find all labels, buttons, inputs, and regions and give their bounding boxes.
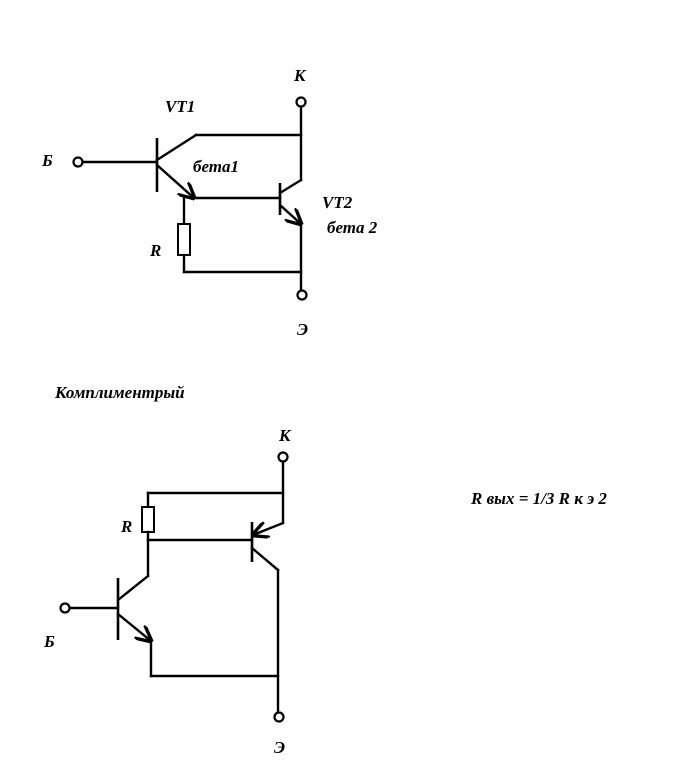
vt1-emitter-arrow — [155, 163, 194, 198]
bottom-collector-terminal — [277, 451, 289, 463]
bottom-resistor-r — [141, 506, 155, 533]
beta1-label: бета1 — [193, 157, 239, 176]
darlington-circuit: К VT1 Б бета1 VT2 бета 2 R Э — [41, 66, 378, 339]
collector-label: К — [293, 66, 307, 85]
output-resistance-formula: R вых = 1/3 R к э 2 — [470, 489, 607, 508]
bottom-base-terminal — [59, 602, 71, 614]
bottom-emitter-terminal — [273, 711, 285, 723]
transistor-vt2 — [278, 178, 303, 224]
complementary-circuit: К R Б Э R вых = 1/3 R к э 2 — [43, 426, 607, 757]
vt2-emitter-arrow — [278, 203, 301, 224]
emitter-terminal — [296, 289, 308, 301]
emitter-label: Э — [297, 320, 308, 339]
bottom-collector-label: К — [278, 426, 292, 445]
vt2-label: VT2 — [322, 193, 353, 212]
base-label: Б — [41, 151, 53, 170]
transistor-vt1 — [155, 133, 198, 198]
bottom-resistor-label: R — [120, 517, 132, 536]
base-terminal — [72, 156, 84, 168]
complementary-title: Комплиментрый — [54, 383, 185, 402]
bottom-pnp-collector-lead — [250, 546, 280, 572]
bottom-transistor-pnp — [250, 521, 285, 572]
resistor-label: R — [149, 241, 161, 260]
bottom-npn-collector-lead — [116, 574, 150, 602]
beta2-label: бета 2 — [327, 218, 378, 237]
bottom-npn-emitter-arrow — [116, 612, 151, 641]
collector-terminal — [295, 96, 307, 108]
resistor-r — [177, 223, 191, 256]
vt1-collector-lead — [155, 133, 198, 162]
bottom-base-label: Б — [43, 632, 55, 651]
bottom-pnp-emitter-arrow — [253, 521, 285, 535]
vt2-collector-lead — [278, 178, 303, 195]
bottom-emitter-label: Э — [274, 738, 285, 757]
vt1-label: VT1 — [165, 97, 195, 116]
bottom-transistor-npn — [116, 574, 151, 641]
